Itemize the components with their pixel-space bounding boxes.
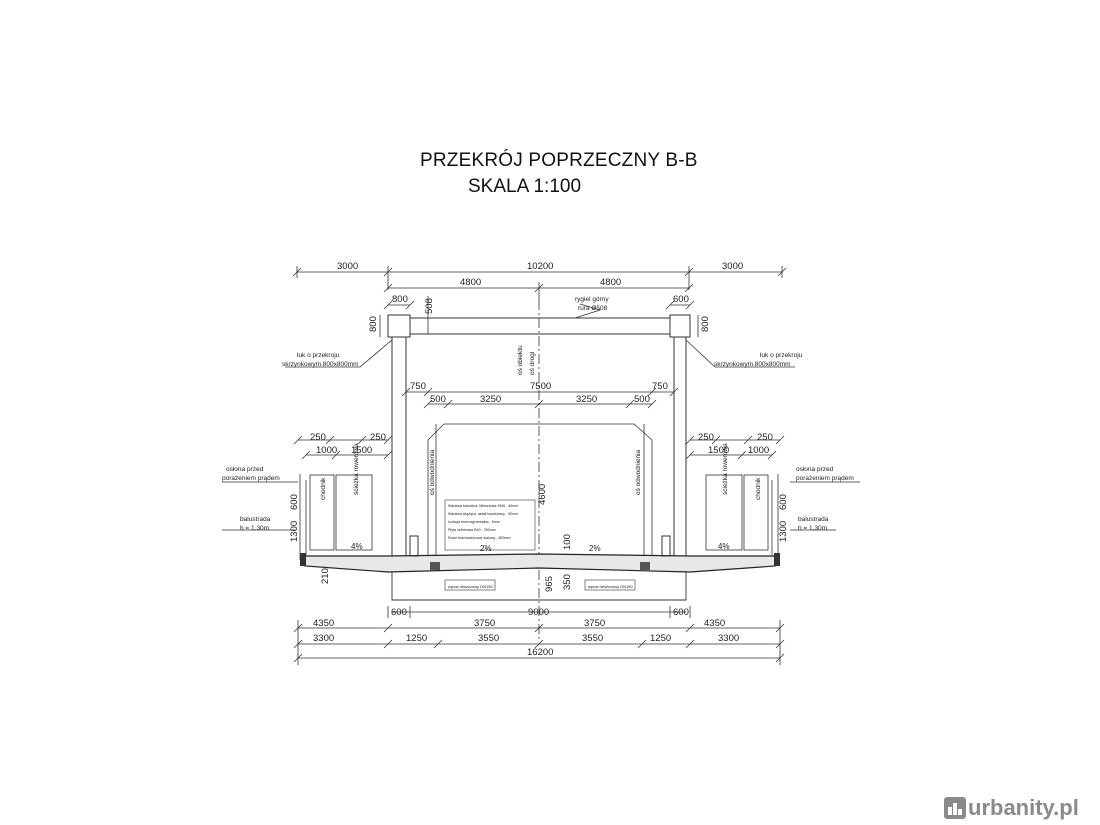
- dim-inner-left: 750: [410, 381, 426, 392]
- shield-left-1: osłona przed: [226, 466, 264, 473]
- dimension-labels: 3000 10200 3000 4800 4800 800 600 800 80…: [289, 261, 789, 658]
- dim-deck-965: 965: [544, 576, 555, 592]
- drain-left: wpust deszczowy DN150: [448, 584, 493, 589]
- dim-beam-h-right: 800: [700, 316, 711, 332]
- axis-road-label: oś drogi: [529, 352, 536, 375]
- logo-mark-icon: [944, 797, 966, 819]
- dim-post-right: 600: [673, 294, 689, 305]
- shield-right-1: osłona przed: [796, 466, 834, 473]
- sidewalk-right: chodnik: [755, 477, 762, 500]
- dim-b2-1: 3300: [313, 633, 334, 644]
- top-dimension-line: [292, 266, 787, 300]
- dim-rail-right-600: 600: [778, 494, 789, 510]
- rail-right-2: h = 1,30m: [798, 525, 827, 532]
- dim-beam-h-left: 800: [368, 316, 379, 332]
- arch-left-note-2: skrzynkowym 800x800mm: [282, 361, 359, 368]
- dim-inner-sub-2: 3250: [480, 394, 501, 405]
- dim-side-left-a2: 250: [370, 432, 386, 443]
- slope-side-left: 4%: [351, 542, 363, 551]
- dim-top-left: 3000: [337, 261, 358, 272]
- bike-path-right: ścieżka rowerowa: [722, 443, 729, 495]
- slope-road-left: 2%: [480, 544, 492, 553]
- rail-left-2: h = 1,30m: [240, 525, 269, 532]
- dim-top-right: 3000: [722, 261, 743, 272]
- dim-inner-sub-1: 500: [430, 394, 446, 405]
- drawing-title: PRZEKRÓJ POPRZECZNY B-B: [420, 150, 698, 171]
- sidewalk-left: chodnik: [320, 477, 327, 500]
- annotation-labels: rygiel górny rura Ø508 łuk o przekroju s…: [222, 296, 854, 589]
- drain-axis-left: oś odwodnienia: [429, 449, 436, 495]
- rail-right-1: balustrada: [798, 516, 829, 523]
- deck-slab: [300, 535, 780, 601]
- dim-slab-left: 210: [320, 568, 331, 584]
- dim-rail-right-1300: 1300: [778, 521, 789, 542]
- dim-b2-2: 1250: [406, 633, 427, 644]
- dim-beam-depth: 508: [424, 298, 435, 314]
- dim-side-right-b2: 1000: [748, 445, 769, 456]
- dim-side-right-a1: 250: [698, 432, 714, 443]
- arch-right-note-1: łuk o przekroju: [760, 352, 803, 359]
- dim-deck-center: 100: [562, 534, 573, 550]
- urbanity-logo: urbanity.pl: [944, 795, 1079, 820]
- beam-note-2: rura Ø508: [578, 305, 608, 312]
- drain-axis-right: oś odwodnienia: [635, 449, 642, 495]
- layer-1: Warstwa ścieralna, Mieszanka SMA - 40mm: [448, 504, 518, 508]
- dim-top-sub-left: 4800: [460, 277, 481, 288]
- beam-note-1: rygiel górny: [575, 296, 609, 303]
- dim-b2-6: 3300: [718, 633, 739, 644]
- dim-side-right-a2: 250: [757, 432, 773, 443]
- layer-table: Warstwa ścieralna, Mieszanka SMA - 40mm …: [448, 504, 518, 540]
- drawing-scale: SKALA 1:100: [468, 176, 582, 197]
- dim-total: 16200: [527, 647, 553, 658]
- dim-inner-sub-3: 3250: [576, 394, 597, 405]
- dim-side-right-b1: 1500: [708, 445, 729, 456]
- dim-b2-4: 3550: [582, 633, 603, 644]
- slope-side-right: 4%: [718, 542, 730, 551]
- dim-side-left-b2: 1500: [351, 445, 372, 456]
- layer-4: Płyta żelbetowa B40 - 250mm: [448, 528, 496, 532]
- steel-frame: [387, 314, 691, 558]
- drain-right: wpust deszczowy DN150: [588, 584, 633, 589]
- dim-b1-2: 3750: [474, 618, 495, 629]
- bike-path-left: ścieżka rowerowa: [353, 443, 360, 495]
- watermark-text: urbanity.pl: [968, 795, 1079, 820]
- layer-3: Izolacja termozgrzewalna - 5mm: [448, 520, 500, 524]
- dim-bottom-post-right: 600: [673, 607, 689, 618]
- dim-bottom-9000: 9000: [528, 607, 549, 618]
- dim-rail-left-600: 600: [289, 494, 300, 510]
- dim-b1-1: 4350: [313, 618, 334, 629]
- arch-left-note-1: łuk o przekroju: [297, 352, 340, 359]
- dim-inner-center: 7500: [530, 381, 551, 392]
- rail-left-1: balustrada: [240, 516, 271, 523]
- dim-top-sub-right: 4800: [600, 277, 621, 288]
- dim-rail-left-1300: 1300: [289, 521, 300, 542]
- layer-5: Ruszt blachownicowy stalowy - 800mm: [448, 536, 511, 540]
- dim-inner-sub-4: 500: [634, 394, 650, 405]
- dim-b1-3: 3750: [584, 618, 605, 629]
- dim-b1-4: 4350: [704, 618, 725, 629]
- dim-deck-350: 350: [562, 574, 573, 590]
- dim-bottom-post-left: 600: [391, 607, 407, 618]
- axis-object-label: oś obiektu: [517, 345, 524, 375]
- clearance-envelope: [427, 423, 653, 556]
- dim-inner-right: 750: [652, 381, 668, 392]
- layer-2: Warstwa wiążąca, asfalt twardolany - 50m…: [448, 512, 518, 516]
- dim-side-left-a1: 250: [310, 432, 326, 443]
- dim-side-left-b1: 1000: [316, 445, 337, 456]
- dim-clearance: 4600: [537, 484, 548, 505]
- arch-right-note-2: skrzynkowym 800x800mm: [714, 361, 791, 368]
- dim-b2-3: 3550: [478, 633, 499, 644]
- dim-post-left: 800: [392, 294, 408, 305]
- shield-right-2: porażeniem prądem: [796, 475, 854, 482]
- shield-left-2: porażeniem prądem: [222, 475, 280, 482]
- dim-top-center: 10200: [527, 261, 553, 272]
- dim-b2-5: 1250: [650, 633, 671, 644]
- slope-road-right: 2%: [589, 544, 601, 553]
